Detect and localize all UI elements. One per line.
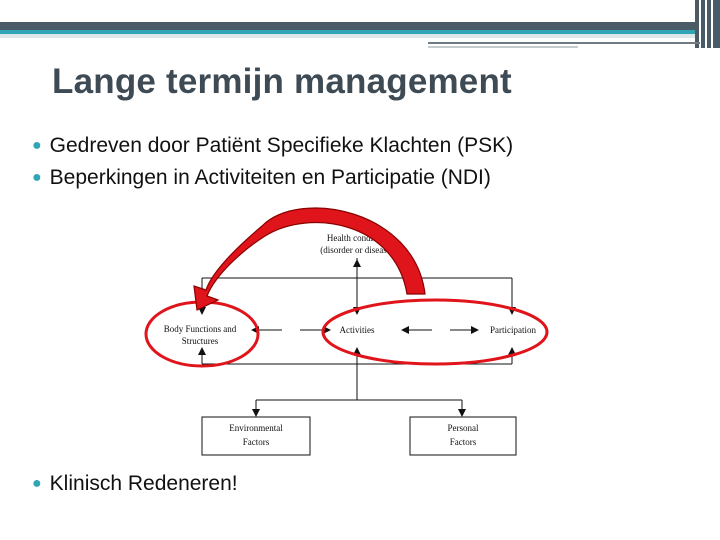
activities-label: Activities [340,325,375,335]
bullet-dot-icon: ● [32,137,42,154]
top-bar-dark [0,22,695,30]
bullet-item: ● Gedreven door Patiënt Specifieke Klacht… [32,134,513,158]
environmental-factors-box [201,416,311,456]
participation-label: Participation [490,325,536,335]
top-bar-teal [0,30,720,34]
top-bar-light [0,34,720,38]
bullet-text: Beperkingen in Activiteiten en Participa… [49,166,491,189]
bullet-item: ● Klinisch Redeneren! [32,472,238,496]
title-underline-light [428,46,578,48]
health-condition-label: Health condition [327,233,388,243]
corner-stripe [699,0,701,48]
bullet-item: ● Beperkingen in Activiteiten en Particip… [32,166,491,190]
bullet-text: Gedreven door Patiënt Specifieke Klachte… [49,134,514,157]
bullet-dot-icon: ● [32,169,42,186]
corner-stripe [711,0,713,48]
body-functions-label: Body Functions and [164,324,237,334]
personal-factors-box [409,416,517,456]
environmental-label: Environmental [229,423,283,433]
bullet-dot-icon: ● [32,475,42,492]
highlight-ellipse-activities-participation [321,298,549,366]
bullet-text: Klinisch Redeneren! [49,472,238,495]
body-functions-sublabel: Structures [182,336,219,346]
health-condition-sublabel: (disorder or disease) [320,245,393,255]
corner-stripe [705,0,707,48]
personal-sublabel: Factors [450,437,477,447]
slide-title: Lange termijn management [52,62,512,101]
red-curved-arrow [193,207,426,311]
title-underline [428,42,700,44]
personal-label: Personal [448,423,479,433]
environmental-sublabel: Factors [243,437,270,447]
corner-block [695,0,720,48]
